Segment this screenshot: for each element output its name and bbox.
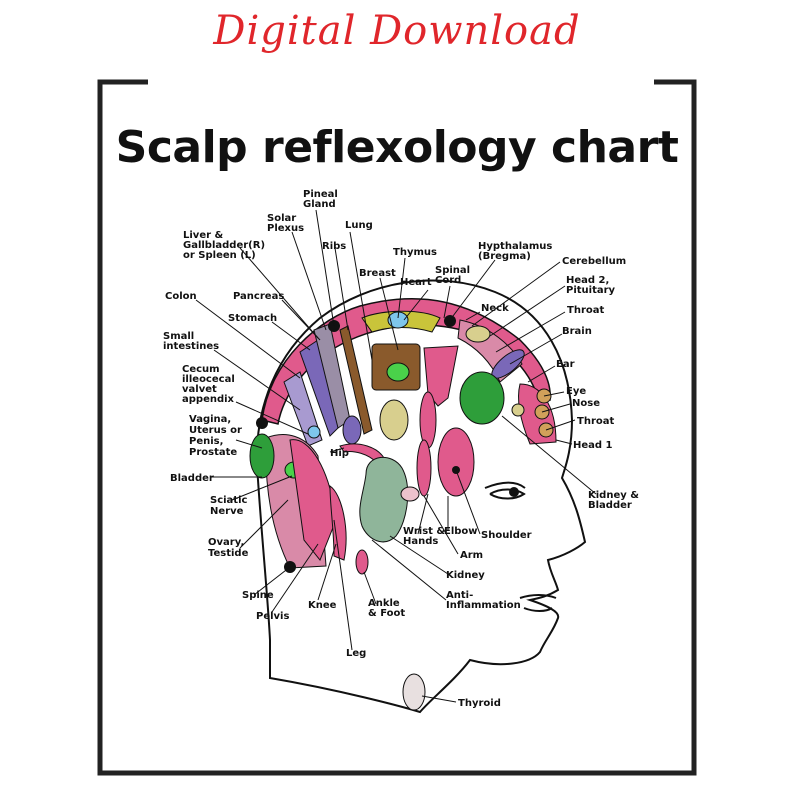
label-liver: Liver &Gallbladder(R)or Spleen (L) — [183, 230, 265, 261]
label-bladder: Bladder — [170, 473, 214, 484]
reflex-zones — [249, 297, 557, 711]
label-leg: Leg — [346, 648, 366, 659]
kidney-bladder-zone — [459, 371, 505, 425]
label-arm: Arm — [460, 550, 483, 561]
label-colon: Colon — [165, 291, 197, 302]
thyroid-zone — [402, 673, 426, 711]
label-head2-pituitary: Head 2,Pituitary — [566, 275, 616, 296]
label-ovary-testide: Ovary,Testide — [208, 537, 249, 559]
label-eye: Eye — [566, 386, 586, 397]
label-neck: Neck — [481, 303, 509, 314]
label-brain: Brain — [562, 326, 592, 337]
label-elbow: Elbow — [444, 526, 478, 537]
label-ribs: Ribs — [322, 241, 346, 252]
label-throat-top: Throat — [567, 305, 604, 316]
label-wrist-hands: Wrist &Hands — [403, 526, 445, 547]
label-pancreas: Pancreas — [233, 291, 284, 302]
label-hip: Hip — [330, 448, 349, 459]
label-stomach: Stomach — [228, 313, 277, 324]
digital-download-banner: Digital Download — [213, 8, 581, 54]
label-cerebellum: Cerebellum — [562, 256, 626, 267]
label-nose: Nose — [572, 398, 600, 409]
label-thyroid: Thyroid — [458, 698, 501, 709]
label-anti-inflammation: Anti-Inflammation — [446, 590, 521, 611]
label-head1: Head 1 — [573, 440, 613, 451]
shoulder-zone — [437, 427, 475, 497]
face-features — [484, 481, 557, 612]
label-shoulder: Shoulder — [481, 530, 532, 541]
heart-zone — [387, 311, 409, 329]
label-ear: Ear — [556, 359, 575, 370]
label-hypothalamus: Hypthalamus(Bregma) — [478, 241, 552, 262]
label-heart: Heart — [400, 277, 432, 288]
label-thymus: Thymus — [393, 247, 437, 258]
leader-lines — [195, 209, 597, 703]
spinal-zone — [423, 345, 459, 407]
label-pelvis: Pelvis — [256, 611, 289, 622]
label-ankle-foot: Ankle& Foot — [368, 598, 405, 619]
label-spine: Spine — [242, 590, 274, 601]
page-title: Scalp reflexology chart — [115, 122, 679, 173]
label-kidney-bladder: Kidney &Bladder — [588, 490, 639, 511]
ear-zone — [359, 456, 409, 543]
frame — [97, 79, 697, 776]
label-breast: Breast — [359, 268, 396, 279]
label-lung: Lung — [345, 220, 373, 231]
label-knee: Knee — [308, 600, 337, 611]
neck-zone — [465, 325, 491, 343]
label-kidney: Kidney — [446, 570, 485, 581]
label-throat-mid: Throat — [577, 416, 614, 427]
